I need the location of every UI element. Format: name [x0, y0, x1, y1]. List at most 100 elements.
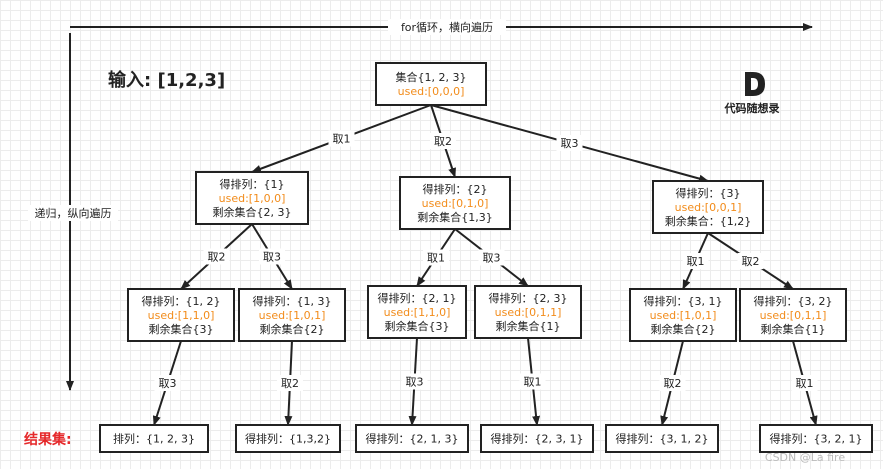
edge-c2-to-r6: 取1 [791, 340, 818, 426]
edge-b-to-b1: 取1 [416, 228, 456, 287]
node-box [605, 424, 719, 453]
edge-a2-to-r2: 取2 [277, 340, 303, 426]
node-box [99, 424, 209, 453]
edge-root-to-a: 取1 [251, 104, 432, 173]
node-box [652, 180, 764, 234]
node-permutation: 得排列：{3, 2} [754, 294, 833, 308]
node-used: used:[1,1,0] [148, 309, 215, 322]
edge-label: 取1 [524, 376, 542, 389]
node-permutation: 排列：{1, 2, 3} [113, 432, 195, 446]
edge-label: 取2 [434, 135, 452, 148]
edge-b2-to-r4: 取1 [519, 337, 546, 426]
edge-c1-to-r5: 取2 [659, 340, 686, 426]
edge-label: 取2 [208, 251, 226, 264]
node-used: used:[0,0,1] [675, 201, 742, 214]
node-box [399, 176, 511, 230]
edge-a-to-a1: 取2 [180, 223, 253, 290]
node-box [355, 424, 469, 453]
node-permutation: 得排列：{3, 1, 2} [616, 432, 709, 446]
node-a: 得排列：{1}used:[1,0,0]剩余集合{2, 3} [195, 171, 309, 225]
node-r3: 得排列：{2, 1, 3} [355, 424, 469, 453]
edge-root-to-b: 取2 [430, 104, 456, 178]
node-used: used:[0,1,0] [422, 197, 489, 210]
node-remaining: 剩余集合{2, 3} [213, 205, 292, 219]
edge-label: 取3 [483, 252, 501, 265]
edge-root-to-c: 取3 [430, 104, 709, 183]
edge-label: 取1 [687, 255, 705, 268]
node-box [480, 424, 594, 453]
logo-mark-icon [745, 72, 765, 96]
result-set-label: 结果集: [24, 431, 72, 448]
node-used: used:[1,0,1] [259, 309, 326, 322]
node-used: used:[1,0,1] [650, 309, 717, 322]
edge-c-to-c1: 取1 [682, 232, 709, 290]
input-label: 输入: [1,2,3] [108, 69, 225, 91]
node-a2: 得排列：{1, 3}used:[1,0,1]剩余集合{2} [238, 288, 346, 342]
node-box [759, 424, 873, 453]
edge-label: 取2 [664, 377, 682, 390]
logo-text: 代码随想录 [724, 101, 780, 115]
edge-c-to-c2: 取2 [707, 232, 794, 290]
node-box [235, 424, 341, 453]
node-box [375, 62, 487, 106]
node-permutation: 得排列：{1, 3} [253, 294, 332, 308]
edge-a-to-a2: 取3 [251, 223, 293, 290]
node-c2: 得排列：{3, 2}used:[0,1,1]剩余集合{1} [739, 288, 847, 342]
node-remaining: 剩余集合{1} [761, 322, 826, 336]
node-remaining: 剩余集合{3} [149, 322, 214, 336]
node-permutation: 得排列：{3, 1} [644, 294, 723, 308]
node-r1: 排列：{1, 2, 3} [99, 424, 209, 453]
edge-label: 取2 [742, 255, 760, 268]
node-remaining: 剩余集合{1,3} [417, 210, 493, 224]
node-permutation: 得排列：{3, 2, 1} [770, 432, 863, 446]
for-loop-label: for循环，横向遍历 [401, 20, 493, 34]
node-permutation: 得排列：{2} [423, 182, 488, 196]
node-remaining: 剩余集合{2} [260, 322, 325, 336]
node-permutation: 得排列：{1,3,2} [245, 432, 331, 446]
node-root: 集合{1, 2, 3}used:[0,0,0] [375, 62, 487, 106]
edge-label: 取3 [159, 377, 177, 390]
edge-label: 取3 [406, 376, 424, 389]
node-used: used:[0,1,1] [760, 309, 827, 322]
edge-label: 取1 [427, 252, 445, 265]
node-permutation: 得排列：{2, 3} [489, 291, 568, 305]
edge-label: 取3 [263, 251, 281, 264]
node-r4: 得排列：{2, 3, 1} [480, 424, 594, 453]
node-used: used:[1,0,0] [219, 192, 286, 205]
node-permutation: 得排列：{3} [676, 186, 741, 200]
edge-b1-to-r3: 取3 [401, 337, 428, 426]
edge-label: 取1 [796, 377, 814, 390]
node-a1: 得排列：{1, 2}used:[1,1,0]剩余集合{3} [127, 288, 235, 342]
node-permutation: 得排列：{1} [220, 177, 285, 191]
node-r5: 得排列：{3, 1, 2} [605, 424, 719, 453]
edge-label: 取2 [281, 377, 299, 390]
node-used: used:[1,1,0] [384, 306, 451, 319]
node-remaining: 剩余集合：{1,2} [665, 214, 752, 228]
node-box [195, 171, 309, 225]
node-remaining: 剩余集合{2} [651, 322, 716, 336]
node-b1: 得排列：{2, 1}used:[1,1,0]剩余集合{3} [367, 285, 467, 339]
node-remaining: 剩余集合{1} [496, 319, 561, 333]
edge-a1-to-r1: 取3 [152, 340, 182, 426]
node-b: 得排列：{2}used:[0,1,0]剩余集合{1,3} [399, 176, 511, 230]
edge-label: 取3 [561, 137, 579, 150]
node-used: used:[0,0,0] [398, 85, 465, 98]
node-r2: 得排列：{1,3,2} [235, 424, 341, 453]
node-permutation: 得排列：{2, 3, 1} [491, 432, 584, 446]
node-box [739, 288, 847, 342]
node-permutation: 得排列：{2, 1, 3} [366, 432, 459, 446]
watermark: CSDN @La fire [765, 451, 845, 464]
node-box [238, 288, 346, 342]
edge-label: 取1 [333, 133, 351, 146]
node-remaining: 剩余集合{3} [385, 319, 450, 333]
logo: 代码随想录 [724, 72, 780, 115]
node-box [127, 288, 235, 342]
node-b2: 得排列：{2, 3}used:[0,1,1]剩余集合{1} [474, 285, 582, 339]
node-box [474, 285, 582, 339]
edge-b-to-b2: 取3 [454, 228, 529, 287]
node-r6: 得排列：{3, 2, 1} [759, 424, 873, 453]
node-box [629, 288, 737, 342]
node-permutation: 得排列：{1, 2} [142, 294, 221, 308]
node-box [367, 285, 467, 339]
